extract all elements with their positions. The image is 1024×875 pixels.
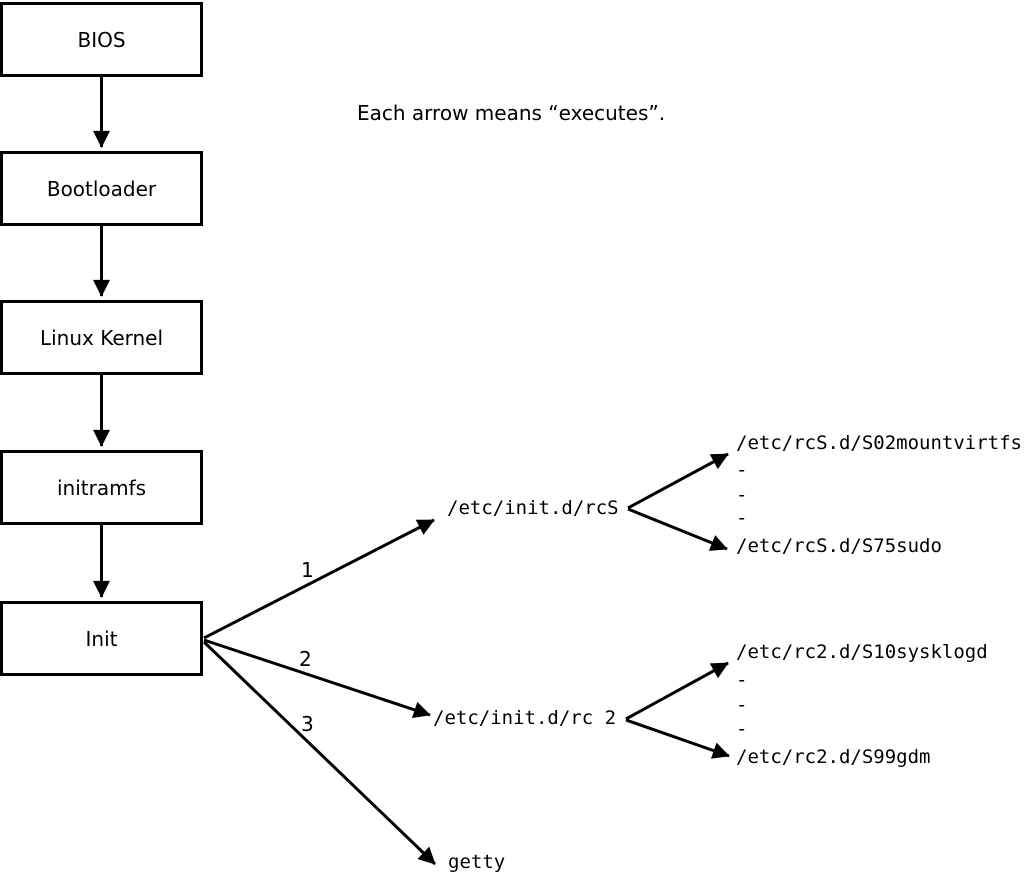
node-initramfs: initramfs xyxy=(0,450,203,525)
arrow-init-to-getty xyxy=(202,640,437,866)
node-init: Init xyxy=(0,601,203,676)
edge-label-1: 1 xyxy=(301,558,314,582)
node-bios-label: BIOS xyxy=(77,27,126,52)
edge-label-3: 3 xyxy=(301,712,314,736)
rcS-child-last: /etc/rcS.d/S75sudo xyxy=(736,535,942,557)
rcS-child-ellipsis: - xyxy=(736,459,748,481)
edge-label-2: 2 xyxy=(299,647,312,671)
node-bootloader-label: Bootloader xyxy=(46,176,157,201)
node-linux-kernel-label: Linux Kernel xyxy=(39,325,164,350)
rcS-child-ellipsis: - xyxy=(736,484,748,506)
arrow-rcS-to-first xyxy=(627,452,729,510)
rcS-child-ellipsis: - xyxy=(736,507,748,529)
arrow-init-to-rc2 xyxy=(203,638,431,718)
arrow-rc2-to-first xyxy=(625,661,729,721)
rcS-child-first: /etc/rcS.d/S02mountvirtfs xyxy=(736,432,1022,454)
node-bootloader: Bootloader xyxy=(0,151,203,226)
arrow-init-to-rcS xyxy=(203,518,435,640)
rc2-child-ellipsis: - xyxy=(736,694,748,716)
script-rc2: /etc/init.d/rc 2 xyxy=(433,707,617,729)
script-rcS: /etc/init.d/rcS xyxy=(447,497,619,519)
script-getty: getty xyxy=(448,851,506,873)
node-init-label: Init xyxy=(85,626,118,651)
rc2-child-first: /etc/rc2.d/S10sysklogd xyxy=(736,641,988,663)
rc2-child-ellipsis: - xyxy=(736,669,748,691)
rc2-child-last: /etc/rc2.d/S99gdm xyxy=(736,746,931,768)
node-bios: BIOS xyxy=(0,2,203,77)
node-linux-kernel: Linux Kernel xyxy=(0,300,203,375)
rc2-child-ellipsis: - xyxy=(736,718,748,740)
arrow-rc2-to-last xyxy=(625,718,730,759)
node-initramfs-label: initramfs xyxy=(56,475,147,500)
arrow-rcS-to-last xyxy=(627,507,728,551)
caption-arrow-meaning: Each arrow means “executes”. xyxy=(357,101,666,125)
